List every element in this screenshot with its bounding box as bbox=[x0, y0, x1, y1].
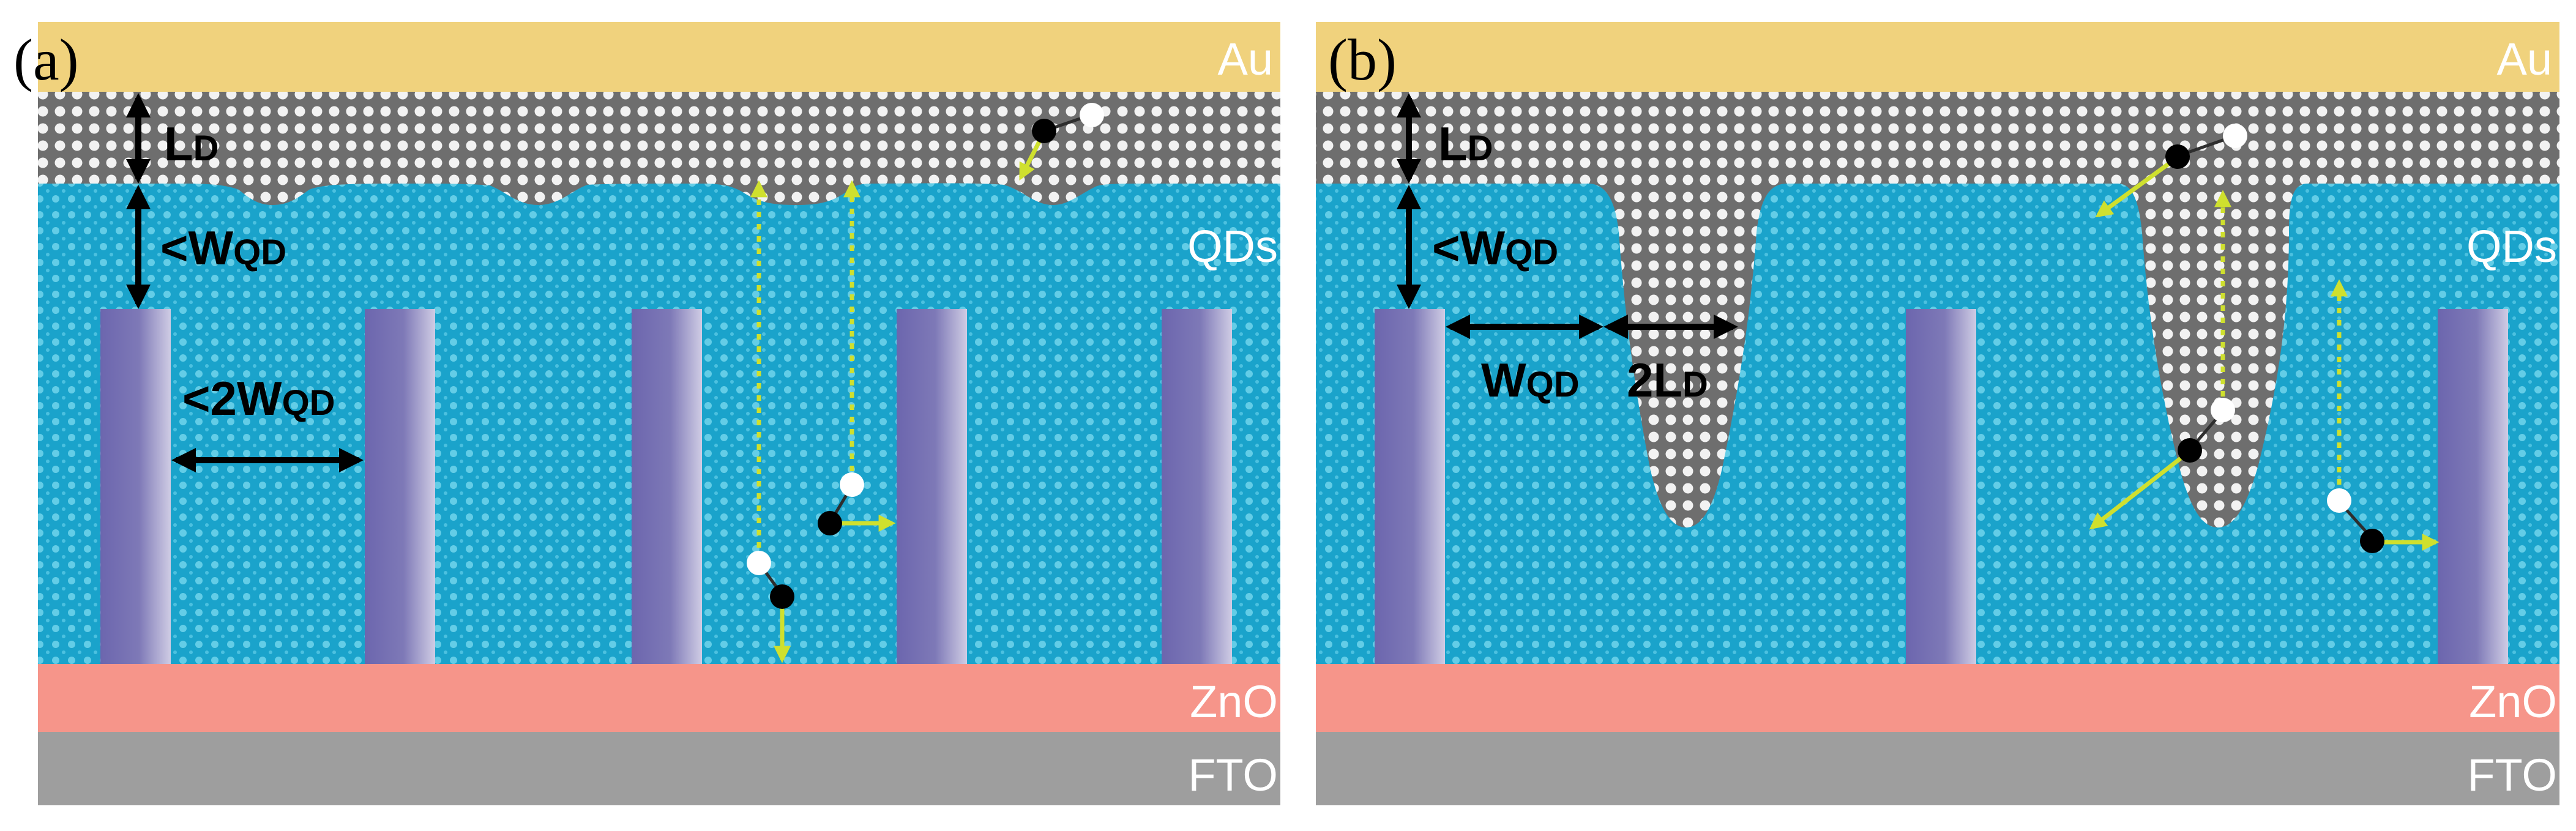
zno-label: ZnO bbox=[1190, 676, 1278, 727]
channel-width-label: 2LD bbox=[1627, 353, 1708, 407]
electron-path-arrow bbox=[2095, 157, 2177, 218]
zno-layer bbox=[38, 664, 1280, 732]
rod-spacing-label: <2WQD bbox=[182, 371, 335, 425]
carrier-pair bbox=[2327, 279, 2440, 553]
panel-label: (a) bbox=[13, 27, 79, 92]
carrier-pair bbox=[2095, 124, 2247, 218]
au-electrode bbox=[1316, 22, 2559, 92]
au-label: Au bbox=[2496, 34, 2552, 84]
depletion-region bbox=[1316, 92, 2559, 527]
zno-label: ZnO bbox=[2469, 676, 2557, 727]
hole bbox=[840, 472, 864, 497]
hole bbox=[2327, 488, 2351, 513]
nanorod bbox=[1375, 309, 1445, 664]
electron bbox=[2165, 144, 2190, 169]
electron bbox=[770, 584, 794, 609]
nanorod bbox=[1906, 309, 1976, 664]
qds-label: QDs bbox=[1187, 221, 1278, 272]
panel-a: (a) Au QDs ZnO FTO LD <WQD <2WQD bbox=[13, 22, 1280, 805]
gap-to-rod-label: <WQD bbox=[1432, 221, 1558, 275]
depletion-region bbox=[38, 92, 1280, 205]
nanorod bbox=[897, 309, 967, 664]
hole bbox=[2211, 398, 2235, 422]
hole bbox=[2223, 124, 2247, 148]
nanorod bbox=[365, 309, 435, 664]
carrier-pair bbox=[1018, 103, 1104, 181]
carrier-pair bbox=[747, 180, 794, 663]
electron bbox=[2360, 529, 2384, 553]
panel-label: (b) bbox=[1328, 27, 1397, 92]
au-label: Au bbox=[1217, 34, 1273, 84]
nanorod bbox=[100, 309, 171, 664]
panel-b: (b) Au QDs ZnO FTO LD <WQD WQD 2LD bbox=[1316, 22, 2559, 805]
nanorod bbox=[2438, 309, 2508, 664]
depletion-width-label: LD bbox=[164, 117, 219, 171]
rod-to-channel-label: WQD bbox=[1481, 353, 1580, 407]
depletion-width-label: LD bbox=[1438, 117, 1493, 171]
carrier-pair bbox=[2089, 190, 2235, 530]
hole bbox=[1080, 103, 1104, 127]
hole bbox=[747, 551, 771, 575]
fto-layer bbox=[1316, 732, 2559, 805]
fto-label: FTO bbox=[2467, 750, 2557, 800]
gap-to-rod-label: <WQD bbox=[160, 221, 286, 275]
nanorod bbox=[1162, 309, 1232, 664]
electron bbox=[818, 511, 842, 535]
electron-path-arrow bbox=[2089, 452, 2188, 530]
carrier-pair bbox=[818, 180, 896, 535]
zno-layer bbox=[1316, 664, 2559, 732]
fto-label: FTO bbox=[1188, 750, 1278, 800]
fto-layer bbox=[38, 732, 1280, 805]
electron bbox=[1032, 119, 1056, 143]
qds-label: QDs bbox=[2466, 221, 2557, 272]
nanorod bbox=[632, 309, 702, 664]
electron bbox=[2178, 438, 2202, 463]
au-electrode bbox=[38, 22, 1280, 92]
